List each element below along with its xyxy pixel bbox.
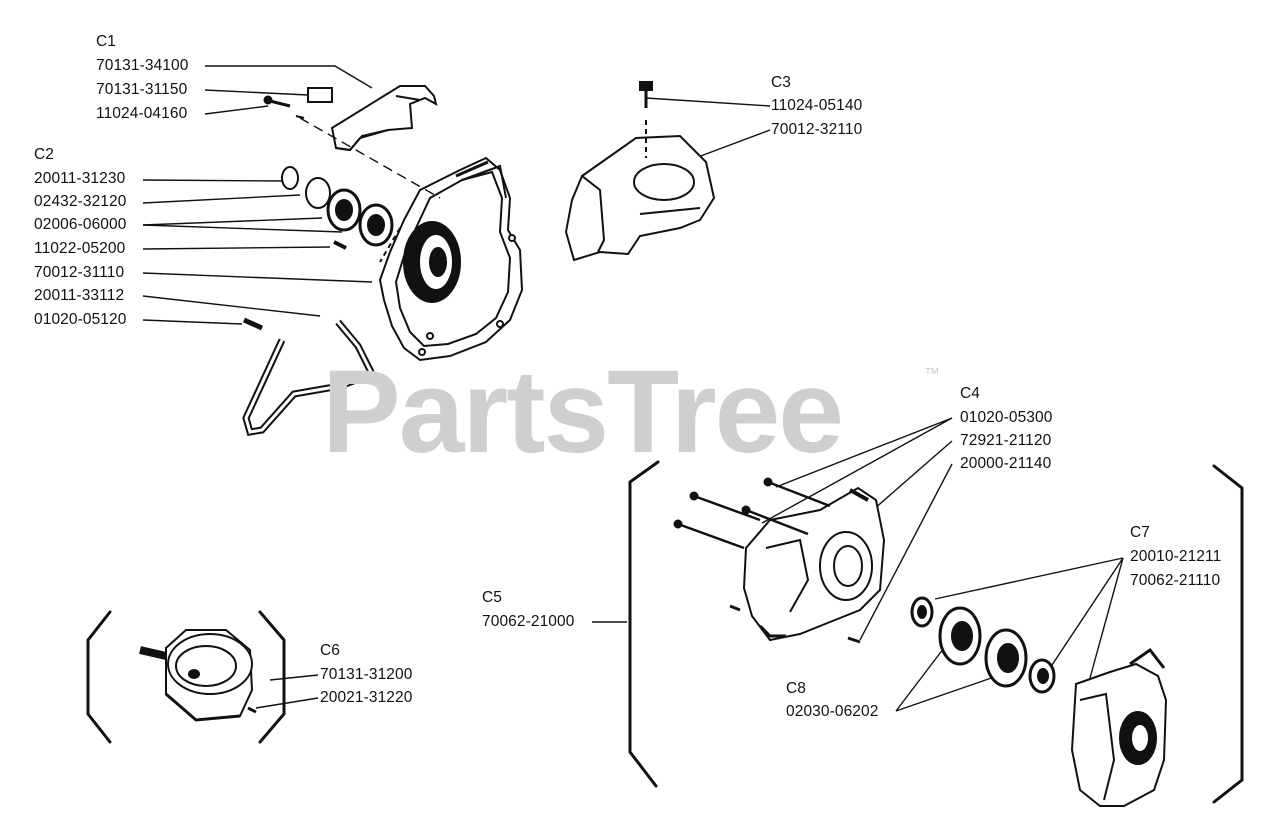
c3-shroud: [564, 81, 716, 262]
c7-part-2[interactable]: 70062-21110: [1130, 572, 1221, 589]
c2-fan-housing: [299, 117, 524, 362]
c7-c8-bearings: [910, 596, 1056, 694]
c6-clutch-drum: [139, 629, 257, 722]
c5-crankcase: [673, 477, 886, 644]
c5-code: C5: [482, 589, 503, 606]
c6-part-1[interactable]: 70131-31200: [320, 666, 413, 683]
c1-part-3[interactable]: 11024-04160: [96, 105, 188, 122]
c4-part-2[interactable]: 72921-21120: [960, 432, 1052, 449]
c7-crankcase-half: [1070, 647, 1168, 807]
c7-part-1[interactable]: 20010-21211: [1130, 548, 1222, 565]
c6-part-2[interactable]: 20021-31220: [320, 689, 413, 706]
c7-code: C7: [1130, 524, 1151, 541]
c2-part-5[interactable]: 70012-31110: [34, 264, 125, 281]
c2-part-7[interactable]: 01020-05120: [34, 311, 127, 328]
partstree-watermark: PartsTree: [322, 346, 844, 478]
c2-part-4[interactable]: 11022-05200: [34, 240, 126, 257]
c4-code: C4: [960, 385, 981, 402]
c1-part-2[interactable]: 70131-31150: [96, 81, 188, 98]
c8-part-1[interactable]: 02030-06202: [786, 703, 879, 720]
c2-code: C2: [34, 146, 55, 163]
c2-small-parts: [242, 166, 394, 436]
c4-part-1[interactable]: 01020-05300: [960, 409, 1053, 426]
c2-part-6[interactable]: 20011-33112: [34, 287, 125, 304]
c3-part-2[interactable]: 70012-32110: [771, 121, 863, 138]
c2-part-1[interactable]: 20011-31230: [34, 170, 126, 187]
trademark-symbol: ™: [924, 366, 940, 383]
c3-part-1[interactable]: 11024-05140: [771, 97, 863, 114]
c3-code: C3: [771, 74, 792, 91]
c1-cover-assembly: [263, 85, 438, 152]
c8-code: C8: [786, 680, 807, 697]
brackets: [86, 460, 1244, 804]
c2-part-3[interactable]: 02006-06000: [34, 216, 127, 233]
leader-lines: [142, 65, 1124, 712]
c6-code: C6: [320, 642, 341, 659]
c5-part-1[interactable]: 70062-21000: [482, 613, 575, 630]
c1-part-1[interactable]: 70131-34100: [96, 57, 189, 74]
c1-code: C1: [96, 33, 117, 50]
c4-part-3[interactable]: 20000-21140: [960, 455, 1052, 472]
c2-part-2[interactable]: 02432-32120: [34, 193, 127, 210]
